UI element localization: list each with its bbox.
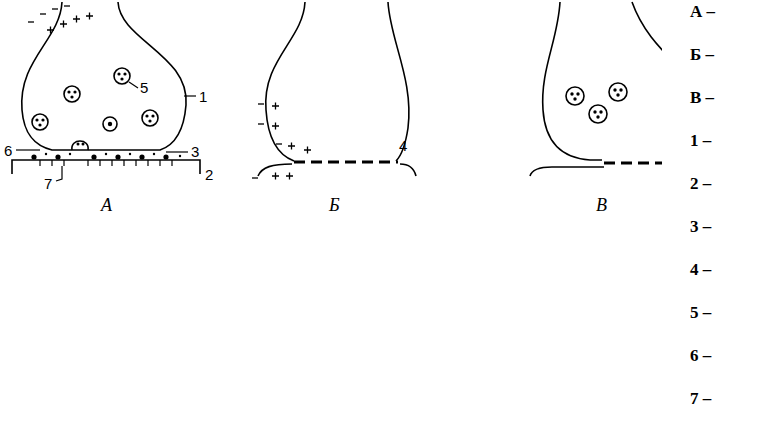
answer-line: 6 – (690, 347, 711, 364)
answer-line: В – (690, 89, 714, 106)
callout-number: 4 (399, 138, 407, 153)
answer-line: 5 – (690, 304, 711, 321)
synapse-a (12, 2, 200, 181)
callout-number: 7 (44, 176, 52, 191)
answer-line: 7 – (690, 390, 711, 407)
synapse-b (252, 2, 416, 180)
figure-letter: А (101, 196, 112, 214)
callout-number: 3 (191, 144, 199, 159)
callout-number: 1 (199, 89, 207, 104)
figure-letter: Б (329, 196, 340, 214)
answer-line: А – (690, 3, 715, 20)
callout-number: 5 (140, 80, 148, 95)
synapse-c (530, 2, 662, 176)
answer-line: Б – (690, 46, 714, 63)
callout-number: 6 (4, 143, 12, 158)
answer-line: 1 – (690, 132, 711, 149)
callout-number: 2 (205, 167, 213, 182)
answer-line: 3 – (690, 218, 711, 235)
answer-line: 2 – (690, 175, 711, 192)
figure-letter: В (596, 196, 607, 214)
answer-line: 4 – (690, 261, 711, 278)
